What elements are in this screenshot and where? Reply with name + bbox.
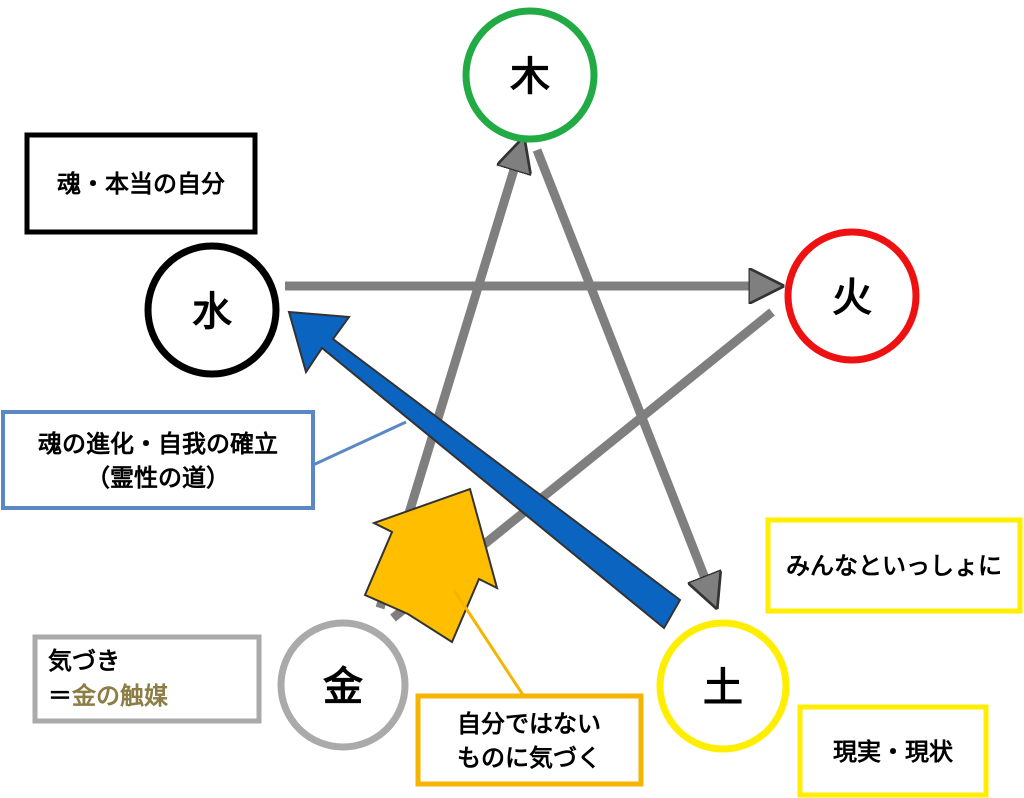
earth-circle (656, 619, 790, 753)
wood-circle (462, 7, 598, 143)
water-label: 水 (192, 289, 233, 335)
cycle-arrows (285, 148, 772, 622)
box-notself-note: 自分ではない ものに気づく (415, 693, 644, 787)
awareness-note-line2: ＝金の触媒 (48, 682, 169, 710)
element-water: 水 (144, 242, 280, 378)
awareness-accent: 金の触媒 (71, 682, 169, 710)
notself-note-line1: 自分ではない (457, 710, 601, 738)
water-circle (144, 242, 280, 378)
element-wood: 木 (462, 7, 598, 143)
notself-note-line2: ものに気づく (457, 744, 601, 772)
box-together-note: みんなといっしょに (765, 517, 1023, 614)
fire-circle (784, 228, 920, 364)
earth-label: 土 (703, 665, 743, 711)
element-earth: 土 (656, 619, 790, 753)
arrow-wood-to-earth (532, 148, 712, 596)
box-evolution-note: 魂の進化・自我の確立 （霊性の道） (1, 410, 315, 510)
element-metal: 金 (277, 619, 409, 751)
box-reality-note: 現実・現状 (797, 704, 989, 798)
reality-note-text: 現実・現状 (833, 738, 954, 766)
box-awareness-note: 気づき ＝金の触媒 (32, 634, 262, 724)
blue-arrow-evolution (287, 310, 682, 630)
awareness-equals: ＝ (48, 682, 72, 710)
evolution-note-line2: （霊性の道） (86, 464, 230, 492)
element-fire: 火 (784, 228, 920, 364)
awareness-note-line1: 気づき (48, 647, 120, 675)
wood-label: 木 (510, 54, 550, 100)
box-water-note: 魂・本当の自分 (24, 132, 258, 235)
evolution-note-line1: 魂の進化・自我の確立 (38, 430, 278, 458)
water-note-text: 魂・本当の自分 (57, 170, 225, 198)
metal-circle (277, 619, 409, 751)
fire-label: 火 (832, 275, 872, 321)
callout-line-notself (452, 589, 525, 696)
together-note-text: みんなといっしょに (786, 552, 1002, 580)
metal-label: 金 (322, 664, 364, 710)
gold-arrow-awareness (363, 487, 499, 644)
callout-line-evolution (312, 420, 407, 467)
